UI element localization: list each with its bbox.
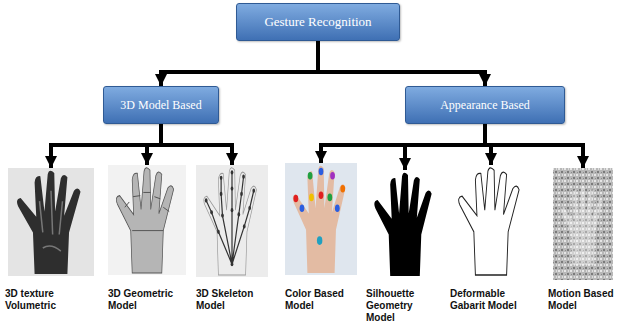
model-caption: Deformable Gabarit Model	[450, 288, 532, 312]
hand-shape	[17, 171, 81, 274]
hand-texture	[40, 191, 63, 251]
outline-hand-image	[459, 168, 519, 275]
model-caption: 3D Skeleton Model	[196, 288, 268, 312]
image-ground	[285, 163, 357, 275]
bone-lines	[206, 172, 254, 264]
model-image: Silhouette Geometry Model	[366, 170, 444, 278]
tree-arrow	[147, 124, 161, 165]
hand-silhouette	[374, 173, 431, 276]
color-marker-hand-image	[285, 163, 357, 275]
motion-image	[553, 168, 613, 280]
model-image: Color Based Model	[285, 163, 357, 275]
joint-dots	[205, 170, 255, 266]
hand-outline	[204, 168, 257, 275]
model-image: 3D Skeleton Model	[196, 165, 268, 277]
box-label: Appearance Based	[440, 98, 530, 113]
model-caption: Motion Based Model	[548, 288, 616, 312]
tree-arrow	[161, 41, 318, 86]
texture-hand-image	[8, 168, 94, 276]
box-label: 3D Model Based	[120, 98, 201, 113]
tree-arrow	[318, 41, 485, 86]
model-caption: 3D Geometric Model	[108, 288, 186, 312]
faint-hand	[561, 186, 603, 265]
color-markers	[293, 168, 345, 245]
silhouette-hand-image	[374, 173, 431, 276]
geometric-hand-image	[108, 165, 186, 275]
segment-lines	[125, 192, 169, 230]
category-box: 3D Model Based	[103, 86, 219, 124]
hand-contour	[459, 168, 519, 275]
model-caption: Color Based Model	[285, 288, 357, 312]
skeleton-hand-image	[196, 165, 268, 277]
image-ground	[8, 168, 94, 276]
tree-arrow	[485, 124, 583, 168]
motion-field	[553, 168, 613, 280]
model-image: Motion Based Model	[553, 168, 613, 280]
tree-arrow	[161, 124, 232, 165]
model-image: 3D Geometric Model	[108, 165, 186, 275]
image-ground	[196, 165, 268, 277]
tree-arrow	[405, 124, 485, 170]
category-box: Appearance Based	[405, 86, 565, 124]
box-label: Gesture Recognition	[264, 14, 371, 30]
hand-shape	[293, 166, 346, 273]
tree-arrow	[51, 124, 161, 168]
category-box: Gesture Recognition	[236, 3, 400, 41]
hand-shape	[116, 168, 173, 273]
model-caption: Silhouette Geometry Model	[366, 288, 444, 324]
model-image: 3D texture Volumetric	[8, 168, 94, 276]
image-ground	[108, 165, 186, 275]
model-image: Deformable Gabarit Model	[450, 165, 532, 277]
model-caption: 3D texture Volumetric	[5, 288, 67, 312]
